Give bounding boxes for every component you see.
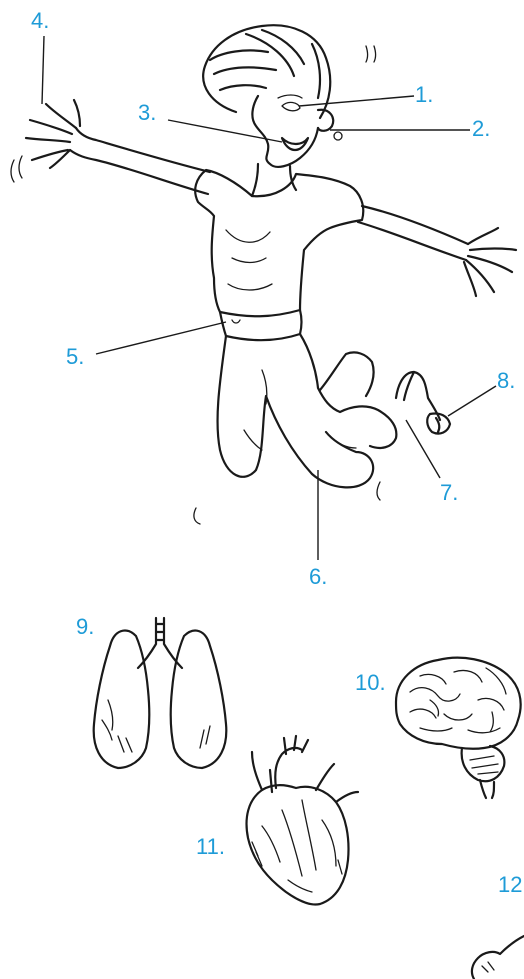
leader-belly [96,322,226,354]
label-hand: 4. [31,10,49,32]
heart-veins [262,800,336,892]
earring [334,132,342,140]
label-foot: 7. [440,482,458,504]
leader-eye [299,96,414,106]
face [252,96,318,167]
hair [203,25,330,118]
pants [218,334,397,487]
brain-folds [410,668,506,733]
label-eye: 1. [415,84,433,106]
leader-lines [42,36,496,560]
label-lungs: 9. [76,616,94,638]
leader-mouth [168,120,282,142]
neck [252,164,296,196]
label-brain: 10. [355,672,386,694]
brain-stem [480,780,494,798]
bone-outline [472,936,524,979]
motion-marks [11,46,380,524]
label-toe: 8. [497,370,515,392]
leader-toe [448,386,496,416]
label-knee: 6. [309,566,327,588]
left-arm [70,128,210,194]
bone-drawing [472,936,524,979]
right-lung [171,631,227,768]
left-lung [94,631,150,768]
right-arm [358,206,468,260]
leader-hand [42,36,44,104]
pant-folds [244,370,356,450]
label-ear: 2. [472,118,490,140]
eye [278,95,302,111]
jumping-woman-figure [11,25,516,524]
right-hand [464,228,516,296]
cerebellum-lines [470,756,498,774]
shirt-folds [226,230,272,290]
navel [232,320,240,323]
lung-shading [102,700,210,752]
mouth [282,138,308,150]
brain-drawing [396,658,521,798]
aorta-vessels [252,736,358,802]
ear [318,110,333,131]
heart-drawing [247,736,358,905]
leader-foot [406,420,440,478]
label-bone: 12. [498,874,524,896]
label-heart: 11. [196,836,225,858]
left-hand [26,100,80,168]
left-calf [320,352,374,396]
shirt [195,170,363,316]
lungs-drawing [94,618,227,768]
bone-shading [482,962,494,972]
label-belly: 5. [66,346,84,368]
label-mouth: 3. [138,102,156,124]
